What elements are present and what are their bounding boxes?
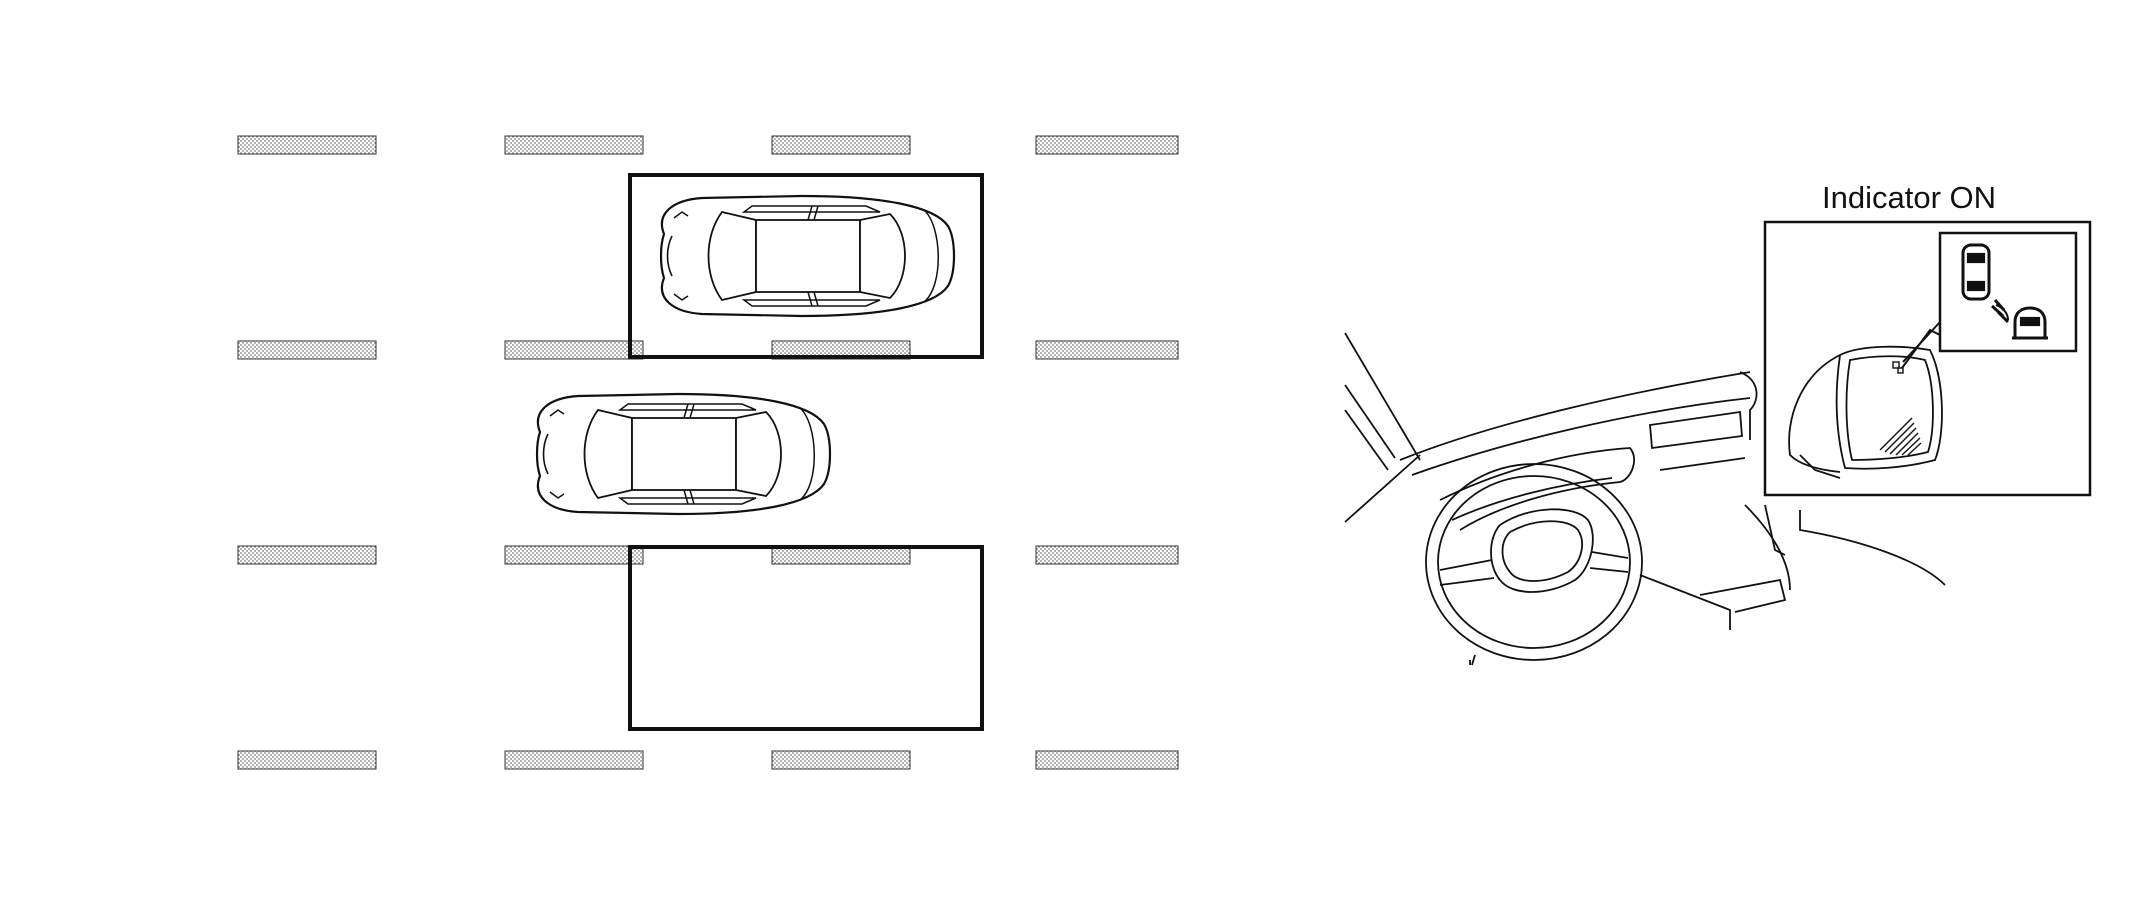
callout-lines [1901,321,1941,369]
detection-zone-upper [628,173,984,359]
lane-marker [237,750,377,770]
steering-wheel-icon [1344,332,1946,666]
indicator-magnified-box [1938,231,2078,353]
lane-marker [237,135,377,155]
lane-marker [504,340,644,360]
car-top-view-icon [659,194,956,318]
lane-marker [237,340,377,360]
lane-marker [1035,340,1179,360]
lane-marker [1035,545,1179,565]
lane-marker [771,750,911,770]
lane-marker [504,135,644,155]
lane-marker [237,545,377,565]
lane-marker [504,750,644,770]
car-top-view-icon [535,392,832,516]
lane-marker [1035,135,1179,155]
indicator-label: Indicator ON [1822,180,1996,215]
detection-zone-lower [628,545,984,731]
lane-marker [504,545,644,565]
lane-marker [771,135,911,155]
lane-marker [1035,750,1179,770]
lane-markers [237,135,1179,770]
blind-spot-warning-icon [1961,243,2048,340]
